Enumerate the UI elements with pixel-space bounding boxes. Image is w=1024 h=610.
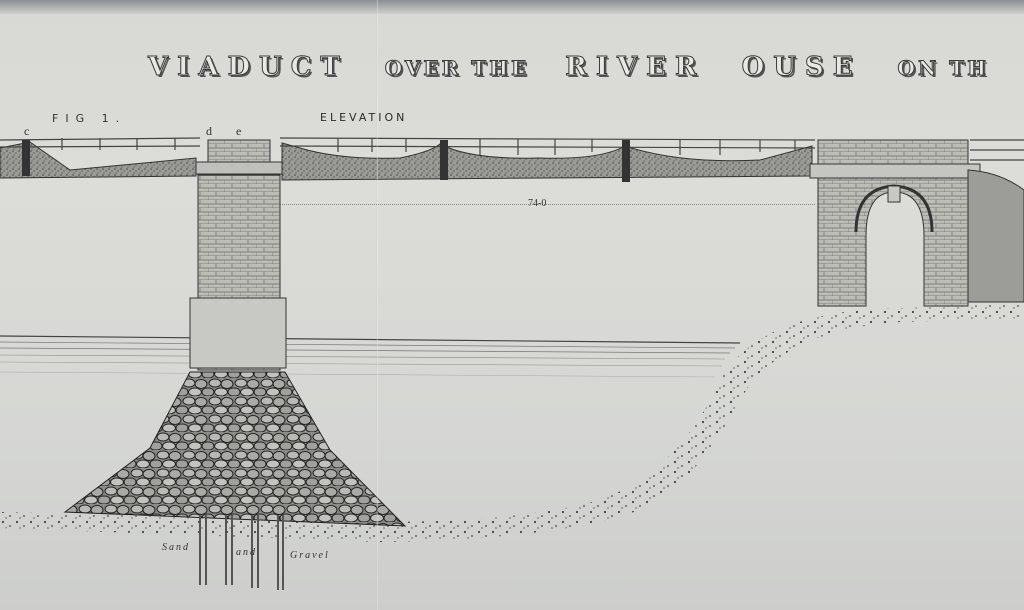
riverbed-gravel — [0, 304, 1024, 542]
view-label: ELEVATION — [320, 111, 408, 124]
soil-label-sand: Sand — [162, 542, 190, 553]
abutment-parapet — [817, 139, 969, 167]
point-label-e: e — [236, 124, 242, 138]
drawing-title: VIADUCT OVER THE RIVER OUSE ON TH — [148, 52, 1024, 83]
point-label-c: c — [24, 124, 30, 138]
span-dimension-line — [275, 204, 815, 205]
soil-label-gravel: Gravel — [290, 550, 330, 561]
rubble-foundation — [63, 371, 407, 527]
span-dimension: 74-0 — [528, 198, 547, 209]
point-label-d: d — [206, 124, 212, 138]
paper-fold — [376, 0, 378, 610]
foundation-piles — [199, 515, 284, 590]
soil-label-and: and — [236, 547, 257, 558]
title-word: VIADUCT — [148, 52, 349, 83]
title-word: OVER THE — [384, 56, 530, 81]
parapet-railing — [0, 137, 1024, 161]
sheet-top-edge — [0, 0, 1024, 14]
title-word: OUSE — [741, 52, 862, 83]
figure-label: FIG 1. — [52, 112, 127, 125]
iron-girder — [281, 142, 813, 181]
water-level-lines — [0, 335, 741, 378]
girder-joints — [22, 140, 630, 182]
title-word: RIVER — [565, 52, 706, 83]
title-word: ON TH — [897, 56, 989, 81]
